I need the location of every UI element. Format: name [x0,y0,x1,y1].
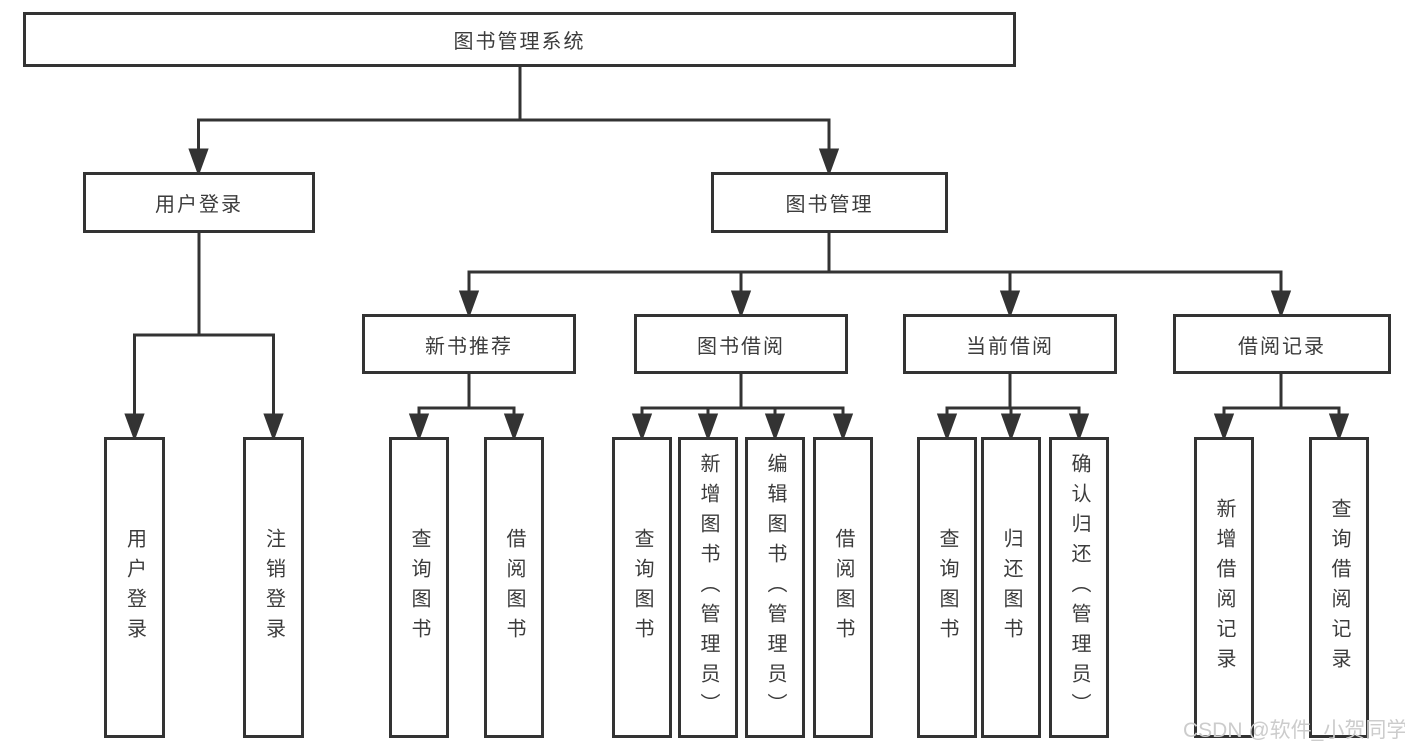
node-br-add-record: 新增借阅记录 [1194,437,1254,738]
node-label: 用户登录 [123,527,146,648]
node-label: 新增图书（管理员） [697,452,719,723]
node-bb-borrow-books: 借阅图书 [813,437,873,738]
node-label: 借阅图书 [503,527,525,648]
connector-root-fork [188,67,840,177]
node-bb-add-books-admin: 新增图书（管理员） [678,437,738,738]
node-label: 查询图书 [408,527,430,648]
node-label: 图书管理系统 [453,31,586,53]
node-library-management-system: 图书管理系统 [23,12,1016,67]
node-cb-confirm-return-admin: 确认归还（管理员） [1049,437,1109,738]
node-label: 当前借阅 [966,335,1054,358]
node-label: 图书借阅 [697,335,785,358]
node-label: 查询图书 [631,527,653,648]
node-book-borrowing: 图书借阅 [634,314,848,374]
connector-new-book-rec-fork [408,374,525,442]
arrowhead-icon [697,413,719,442]
watermark: CSDN @软件_小贺同学 [1183,719,1405,742]
node-label: 借阅图书 [832,527,854,648]
node-label: 新书推荐 [425,335,513,358]
arrowhead-icon [1270,290,1292,319]
arrowhead-icon [1328,413,1350,442]
node-user-login: 用户登录 [104,437,165,738]
node-label: 用户登录 [155,194,243,216]
arrowhead-icon [124,413,145,442]
node-nbr-query-books: 查询图书 [389,437,449,738]
node-label: 确认归还（管理员） [1068,452,1090,723]
node-label: 查询借阅记录 [1328,497,1350,678]
arrowhead-icon [188,148,209,177]
node-cb-query-books: 查询图书 [917,437,977,738]
node-bb-edit-books-admin: 编辑图书（管理员） [745,437,805,738]
connector-user-login-fork [124,233,284,442]
node-book-management: 图书管理 [711,172,948,233]
node-label: 查询图书 [936,527,958,648]
node-bb-query-books: 查询图书 [612,437,672,738]
arrowhead-icon [832,413,854,442]
arrowhead-icon [1213,413,1235,442]
arrowhead-icon [818,148,840,177]
node-nbr-borrow-books: 借阅图书 [484,437,544,738]
node-user-login-group: 用户登录 [83,172,315,233]
arrowhead-icon [999,290,1021,319]
arrowhead-icon [458,290,480,319]
connector-book-mgmt-fork [458,233,1292,319]
arrowhead-icon [408,413,430,442]
node-label: 归还图书 [1000,527,1022,648]
node-label: 注销登录 [262,527,285,648]
connector-borrow-records-fork [1213,374,1350,442]
node-br-query-record: 查询借阅记录 [1309,437,1369,738]
arrowhead-icon [1068,413,1090,442]
node-new-book-recommend: 新书推荐 [362,314,576,374]
node-label: 借阅记录 [1238,335,1326,358]
node-label: 图书管理 [785,194,874,216]
arrowhead-icon [503,413,525,442]
arrowhead-icon [730,290,752,319]
node-label: 新增借阅记录 [1213,497,1235,678]
arrowhead-icon [631,413,653,442]
node-logout: 注销登录 [243,437,304,738]
connector-current-borrow-fork [936,374,1090,442]
node-cb-return-books: 归还图书 [981,437,1041,738]
arrowhead-icon [936,413,958,442]
node-borrowing-records: 借阅记录 [1173,314,1391,374]
arrowhead-icon [1000,413,1022,442]
node-label: 编辑图书（管理员） [764,452,786,723]
arrowhead-icon [263,413,284,442]
connector-book-borrow-fork [631,374,854,442]
arrowhead-icon [764,413,786,442]
node-current-borrowing: 当前借阅 [903,314,1117,374]
